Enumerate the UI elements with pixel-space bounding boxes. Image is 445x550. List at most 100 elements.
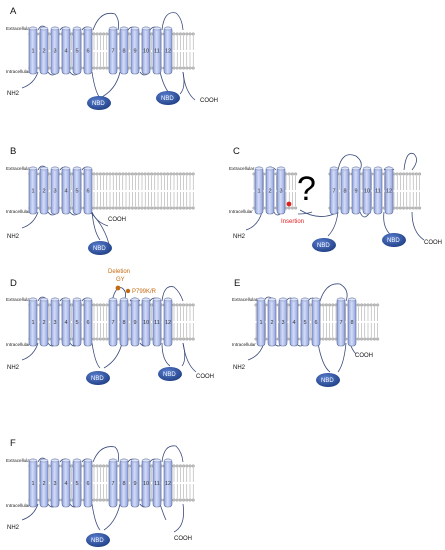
nbd1-label-A: NBD bbox=[92, 101, 105, 107]
lipid-head bbox=[402, 172, 406, 176]
lipid-head bbox=[356, 303, 360, 307]
tm-helix-cap bbox=[50, 26, 60, 31]
tm-helix-number: 7 bbox=[111, 320, 114, 326]
nbd1-B bbox=[88, 241, 112, 255]
deletion-label: Deletion bbox=[108, 269, 130, 275]
insertion-marker bbox=[286, 201, 292, 207]
tm-helix-cap bbox=[329, 166, 339, 171]
tm-helix-cap bbox=[39, 458, 49, 463]
lipid-head bbox=[188, 66, 192, 70]
nbd1-label-F: NBD bbox=[91, 538, 104, 544]
tm-helix-cap bbox=[311, 297, 321, 302]
tm-helix-cap bbox=[362, 166, 372, 171]
lipid-head bbox=[287, 172, 291, 176]
tm-helix-number: 9 bbox=[133, 49, 136, 55]
intracellular-label-B: Intracellular bbox=[6, 209, 30, 214]
tm-helix-number: 1 bbox=[31, 49, 34, 55]
tm-helix-cap bbox=[152, 458, 162, 463]
lipid-head bbox=[175, 498, 179, 502]
tm-helix-number: 12 bbox=[165, 49, 171, 55]
mutation-marker bbox=[125, 288, 131, 294]
lipid-head bbox=[105, 206, 109, 210]
panel-A: A Extracellular Intracellular NBD NBD NH… bbox=[6, 6, 218, 110]
tm-helix-cap bbox=[61, 26, 71, 31]
nbd2-label-A: NBD bbox=[161, 96, 174, 102]
nbd1-label-C: NBD bbox=[317, 243, 330, 249]
lipid-head bbox=[182, 498, 186, 502]
lipid-head bbox=[143, 206, 147, 210]
lipid-head bbox=[169, 172, 173, 176]
tm-helix-number: 10 bbox=[364, 189, 370, 195]
tm-helix-number: 6 bbox=[86, 481, 89, 487]
tm-helix-number: 10 bbox=[143, 49, 149, 55]
lipid-head bbox=[70, 498, 74, 502]
cooh-label-D: COOH bbox=[196, 374, 214, 380]
cooh-label-F: COOH bbox=[174, 536, 192, 542]
tm-helix-cap bbox=[83, 297, 93, 302]
nh2-label-E: NH2 bbox=[233, 365, 246, 371]
lipid-head bbox=[290, 206, 294, 210]
nh2-label-F: NH2 bbox=[7, 525, 20, 531]
lipid-head bbox=[95, 498, 99, 502]
tm-helix-number: 4 bbox=[292, 320, 295, 326]
lipid-head bbox=[92, 172, 96, 176]
lipid-head bbox=[102, 337, 106, 341]
lipid-head bbox=[191, 172, 195, 176]
lipid-head bbox=[102, 206, 106, 210]
tm-helix-number: 12 bbox=[386, 189, 392, 195]
lipid-head bbox=[150, 498, 154, 502]
tm-helix-number: 1 bbox=[259, 320, 262, 326]
tm-helix-cap bbox=[278, 297, 288, 302]
tm-helix-cap bbox=[61, 166, 71, 171]
lipid-head bbox=[408, 206, 412, 210]
lipid-head bbox=[130, 172, 134, 176]
panel-letter-D: D bbox=[10, 278, 17, 289]
lipid-head bbox=[95, 66, 99, 70]
tm-helix-number: 7 bbox=[111, 49, 114, 55]
tm-helix-cap bbox=[256, 297, 266, 302]
lipid-head bbox=[395, 172, 399, 176]
lipid-head bbox=[150, 303, 154, 307]
lipid-head bbox=[162, 172, 166, 176]
lipid-head bbox=[98, 498, 102, 502]
lipid-head bbox=[182, 303, 186, 307]
tm-helix-number: 1 bbox=[31, 481, 34, 487]
tm-helix-number: 10 bbox=[143, 481, 149, 487]
tm-helix-cap bbox=[50, 297, 60, 302]
lipid-head bbox=[172, 66, 176, 70]
lipid-head bbox=[159, 172, 163, 176]
lipid-head bbox=[185, 303, 189, 307]
lipid-head bbox=[188, 206, 192, 210]
lipid-head bbox=[105, 303, 109, 307]
lipid-head bbox=[408, 172, 412, 176]
lipid-head bbox=[92, 32, 96, 36]
lipid-head bbox=[105, 172, 109, 176]
tm-helix-number: 8 bbox=[343, 189, 346, 195]
tm-helix-cap bbox=[28, 26, 38, 31]
tm-helix-cap bbox=[83, 458, 93, 463]
lipid-head bbox=[178, 206, 182, 210]
nbd1-label-E: NBD bbox=[321, 378, 334, 384]
tm-helix-cap bbox=[61, 297, 71, 302]
lipid-head bbox=[127, 172, 131, 176]
lipid-head bbox=[159, 206, 163, 210]
lipid-head bbox=[324, 337, 328, 341]
tm-helix-cap bbox=[108, 26, 118, 31]
panel-C: C Extracellular Intracellular ? Insertio… bbox=[229, 146, 442, 252]
tm-helix-number: 1 bbox=[31, 320, 34, 326]
lipid-head bbox=[98, 66, 102, 70]
tm-helix-cap bbox=[373, 166, 383, 171]
tm-helix-number: 2 bbox=[42, 320, 45, 326]
tm-helix-cap bbox=[141, 297, 151, 302]
nbd2-A bbox=[156, 91, 180, 105]
deletion-residues-label: GY bbox=[116, 277, 125, 283]
panel-D: D Extracellular Intracellular Deletion G… bbox=[6, 269, 214, 385]
lipid-head bbox=[175, 337, 179, 341]
lipid-head bbox=[140, 206, 144, 210]
lipid-head bbox=[172, 303, 176, 307]
tm-helix-cap bbox=[141, 26, 151, 31]
lipid-head bbox=[414, 172, 418, 176]
